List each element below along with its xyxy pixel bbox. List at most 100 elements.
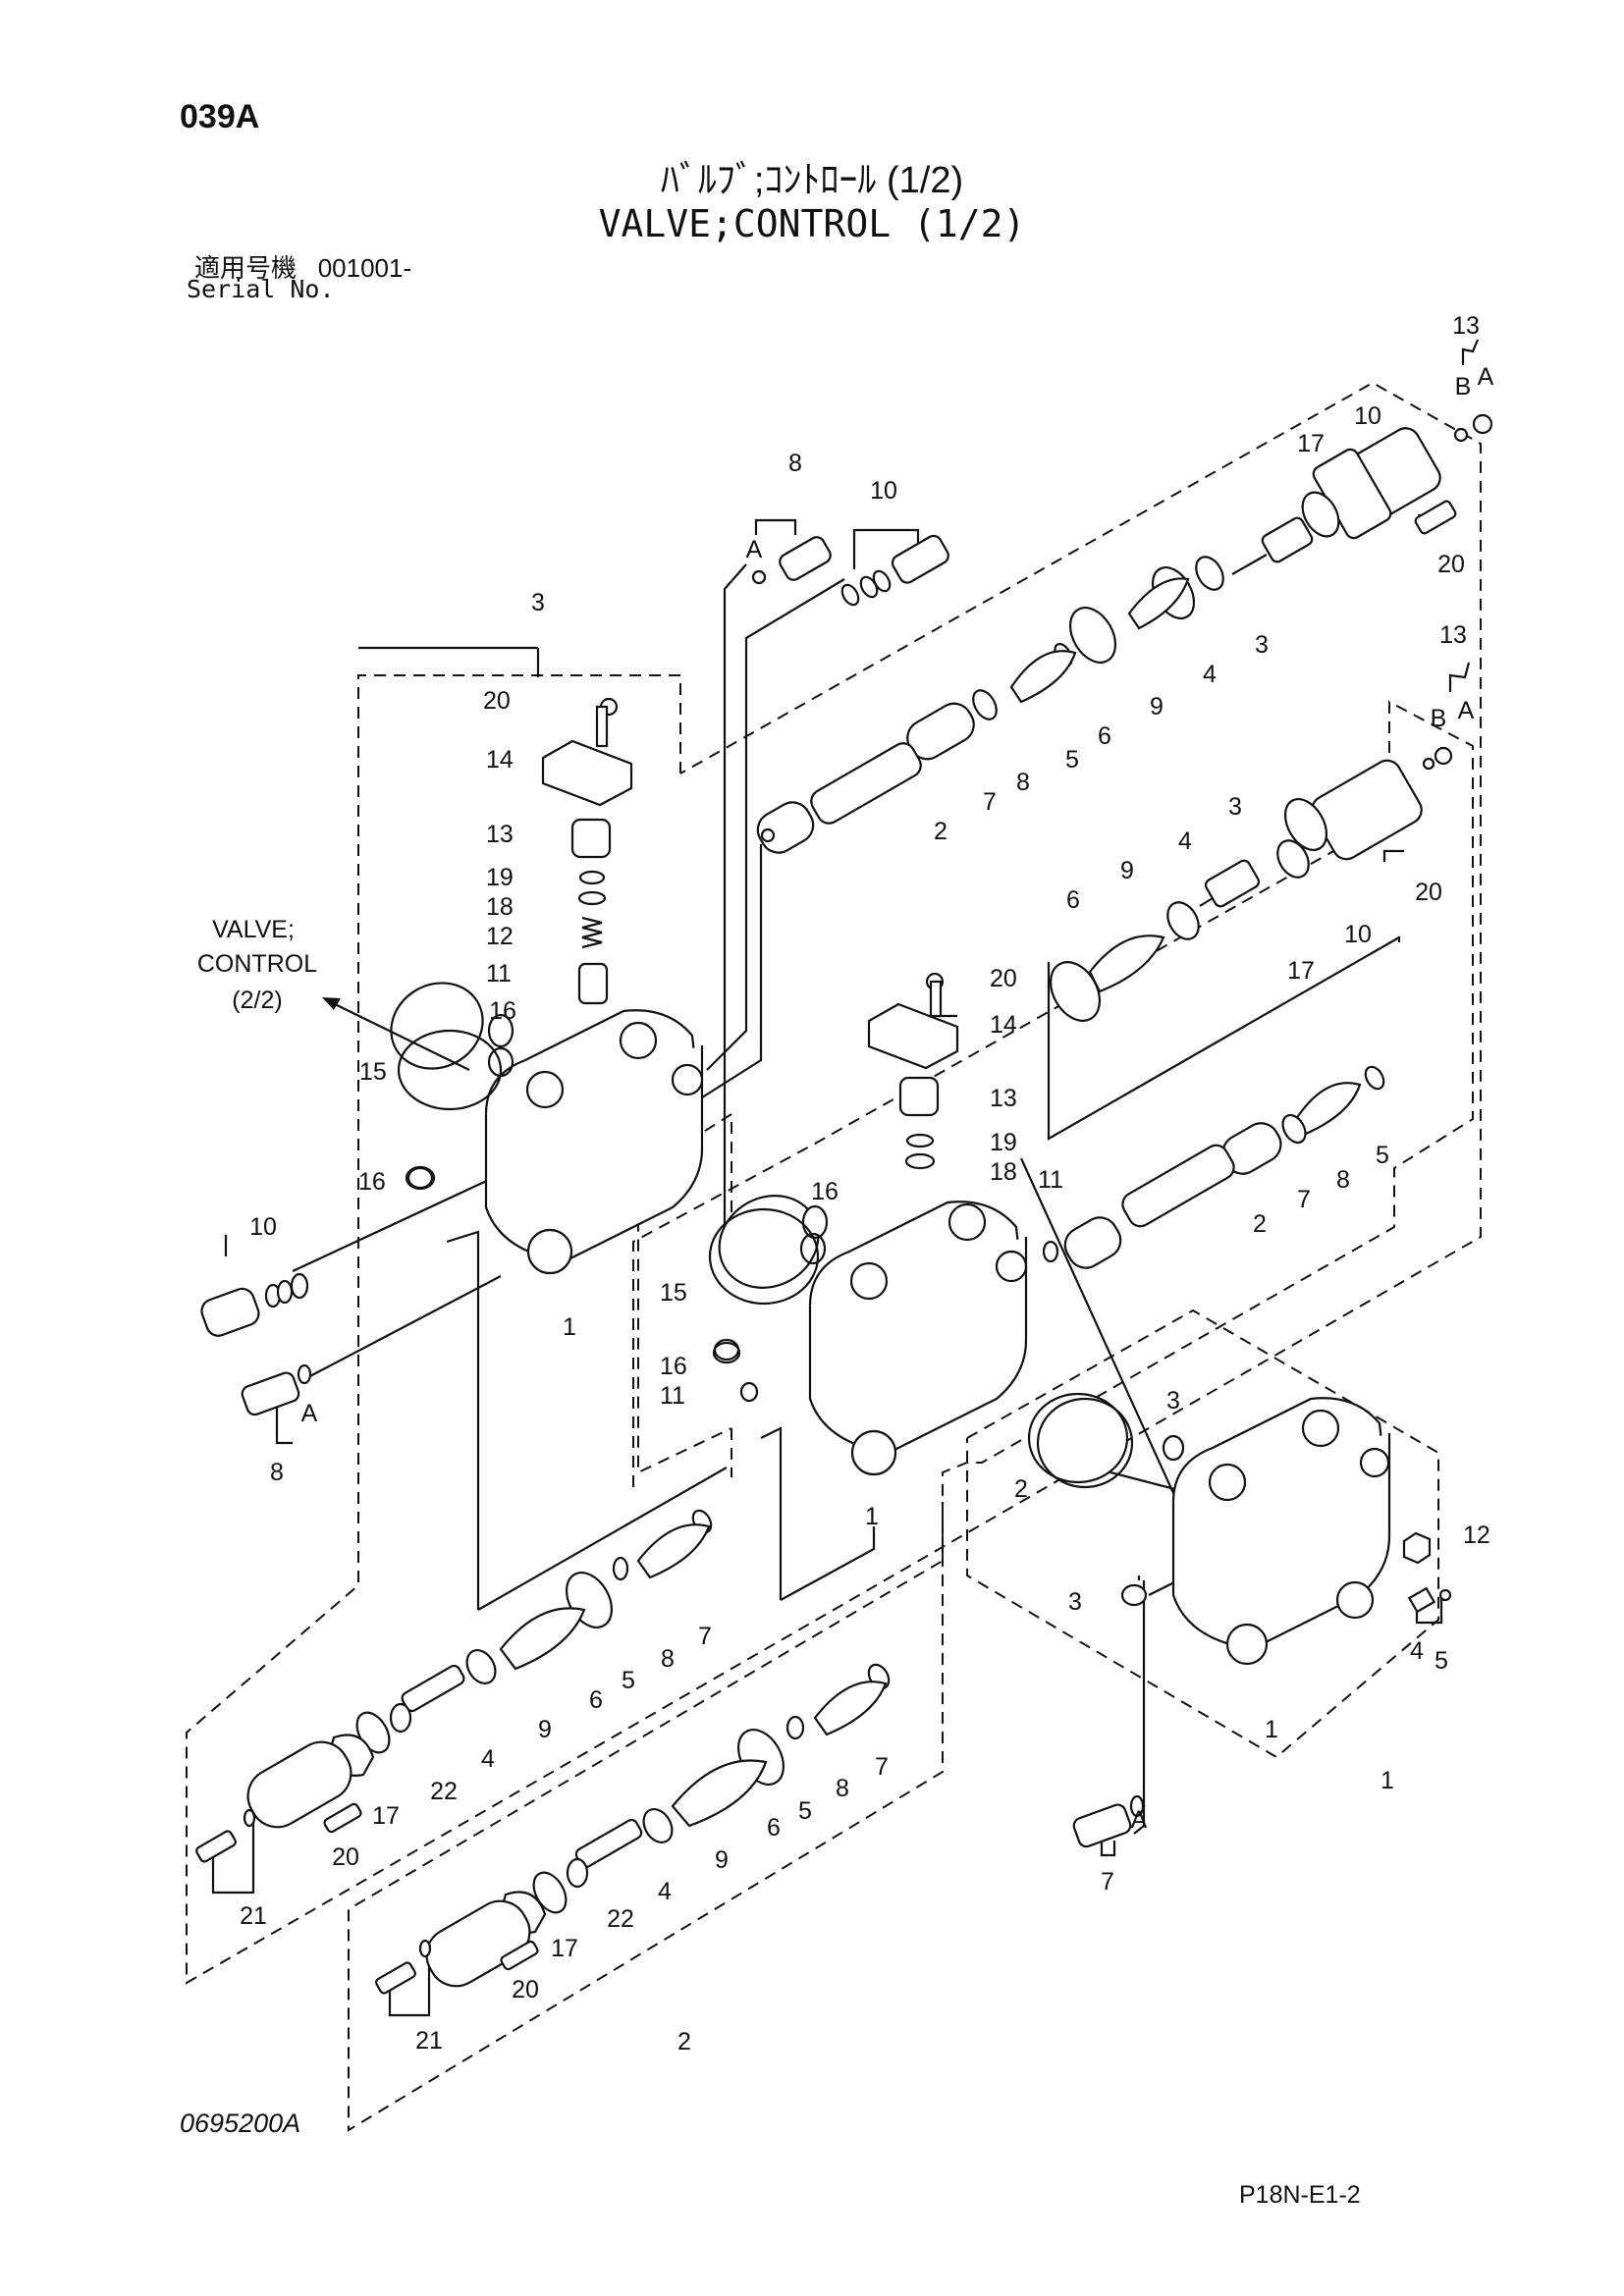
- callout-5: 5: [1376, 1142, 1389, 1169]
- bracket-21-lower: [388, 1951, 431, 2017]
- callout-4: 4: [1410, 1637, 1424, 1665]
- callout-6: 6: [767, 1814, 781, 1842]
- drawing-code: 0695200A: [180, 2109, 301, 2138]
- page-code: 039A: [180, 98, 260, 135]
- callout-18: 18: [486, 893, 514, 921]
- assembly-line-f: [760, 1426, 783, 1600]
- callout-8: 8: [836, 1775, 849, 1802]
- callout-3: 3: [1068, 1588, 1082, 1616]
- callout-17: 17: [1297, 430, 1325, 457]
- leader-bracket-13-top: [1461, 339, 1480, 365]
- part-16-oring-left-b: [405, 1165, 436, 1191]
- callout-a: A: [1478, 363, 1494, 391]
- assembly-line-a: [723, 563, 747, 1232]
- callout-9: 9: [715, 1846, 729, 1874]
- part-spool-lower-left: [195, 1509, 713, 1863]
- callout-a: A: [301, 1400, 318, 1427]
- callout-17: 17: [372, 1802, 400, 1830]
- callout-a: A: [1458, 697, 1475, 724]
- callout-22: 22: [607, 1905, 634, 1933]
- external-ref-line1: VALVE;: [212, 916, 295, 943]
- leader-bracket-13-mid: [1448, 662, 1471, 692]
- callout-3: 3: [1255, 631, 1269, 659]
- callout-2: 2: [1253, 1210, 1267, 1238]
- callout-20: 20: [1437, 551, 1465, 578]
- callout-8: 8: [661, 1645, 675, 1673]
- callout-18: 18: [990, 1158, 1017, 1186]
- callout-19: 19: [990, 1129, 1017, 1156]
- external-ref-arrow-head: [322, 997, 341, 1010]
- callout-a: A: [1131, 1806, 1148, 1834]
- callout-b: B: [1431, 705, 1447, 732]
- group-boundary-1: [966, 1308, 1439, 1759]
- callout-11: 11: [660, 1382, 685, 1410]
- part-body-upper-right: [756, 413, 1493, 854]
- external-ref-line2: CONTROL: [197, 950, 317, 978]
- callout-3: 3: [1228, 793, 1242, 821]
- callout-16: 16: [358, 1168, 386, 1196]
- part-15-oring-left: [397, 1029, 503, 1111]
- callout-6: 6: [1066, 886, 1080, 914]
- callout-b: B: [1455, 373, 1472, 400]
- callout-20: 20: [1415, 879, 1442, 906]
- assembly-line-m: [303, 1275, 502, 1380]
- part-body-lower-right: [1027, 1392, 1452, 1848]
- group-boundary-2-inner: [637, 1112, 732, 1474]
- callout-22: 22: [430, 1778, 458, 1805]
- callout-16: 16: [660, 1353, 687, 1380]
- callout-5: 5: [1435, 1647, 1448, 1675]
- callout-1: 1: [1380, 1767, 1394, 1794]
- callout-9: 9: [538, 1716, 552, 1743]
- callout-15: 15: [660, 1279, 687, 1307]
- callout-20: 20: [512, 1976, 539, 2003]
- part-body-middle: [713, 972, 1028, 1476]
- callout-13: 13: [990, 1085, 1017, 1112]
- serial-label-english: Serial No.: [187, 275, 335, 303]
- callout-8: 8: [1016, 769, 1030, 796]
- title-english: VALVE;CONTROL (1/2): [598, 202, 1026, 245]
- assembly-line-d: [446, 1230, 480, 1610]
- callout-21: 21: [240, 1902, 267, 1930]
- callout-a: A: [746, 536, 763, 563]
- assembly-line-h: [1047, 935, 1401, 1141]
- assembly-line-b: [706, 578, 845, 1071]
- bracket-21-left: [211, 1814, 255, 1895]
- callout-7: 7: [1101, 1868, 1114, 1896]
- callout-20: 20: [483, 687, 511, 715]
- callout-6: 6: [1098, 722, 1111, 750]
- callout-4: 4: [1203, 661, 1217, 688]
- callout-9: 9: [1120, 857, 1134, 884]
- callout-3: 3: [1166, 1387, 1180, 1415]
- part-16-oring-middle-b: [712, 1341, 741, 1364]
- serial-value: 001001-: [317, 253, 412, 283]
- callout-10: 10: [1354, 402, 1381, 430]
- callout-2: 2: [1014, 1475, 1028, 1503]
- callout-1: 1: [1265, 1716, 1278, 1743]
- callout-13: 13: [1452, 312, 1480, 340]
- serial-label-japanese: 適用号機: [194, 253, 298, 283]
- callout-10: 10: [249, 1213, 277, 1241]
- callout-15: 15: [359, 1058, 387, 1086]
- part-inserts-upper: [751, 534, 949, 607]
- callout-17: 17: [551, 1935, 578, 1962]
- serial-number-row: 適用号機 001001-: [194, 248, 411, 285]
- callout-14: 14: [990, 1011, 1017, 1039]
- callout-7: 7: [698, 1623, 712, 1650]
- assembly-line-c: [698, 844, 763, 1100]
- callout-10: 10: [1344, 921, 1372, 948]
- callout-8: 8: [270, 1459, 284, 1486]
- callout-12: 12: [1463, 1522, 1490, 1549]
- group-boundary-3-upper: [186, 381, 1482, 1985]
- external-ref-line3: (2/2): [232, 987, 282, 1014]
- callout-21: 21: [415, 2027, 443, 2055]
- callout-16: 16: [811, 1178, 839, 1205]
- callout-4: 4: [481, 1745, 495, 1773]
- assembly-line-j: [1133, 1580, 1146, 1835]
- callout-7: 7: [1297, 1186, 1311, 1213]
- part-spool-lower-right: [375, 1663, 891, 1995]
- callout-20: 20: [332, 1843, 359, 1871]
- part-15-oring-middle: [708, 1207, 820, 1306]
- bracket-8-left: [275, 1402, 293, 1445]
- assembly-line-e: [477, 1467, 728, 1611]
- callout-11: 11: [486, 960, 512, 988]
